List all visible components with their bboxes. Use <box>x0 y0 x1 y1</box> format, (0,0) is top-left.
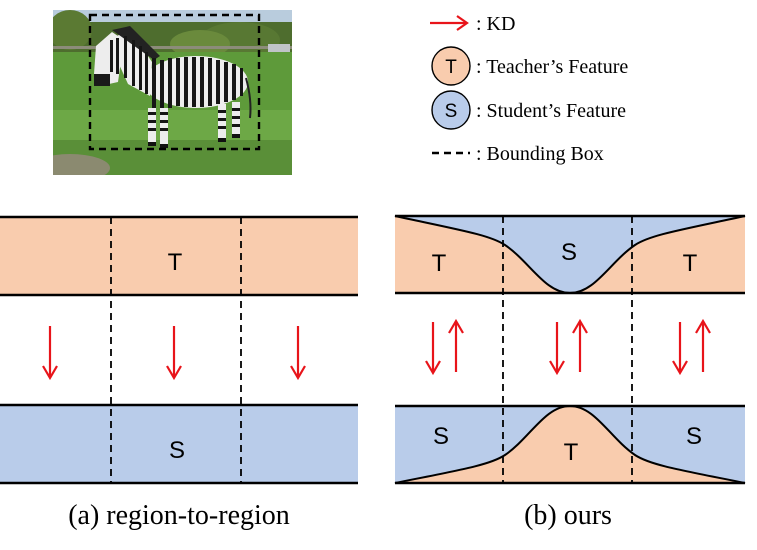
legend-kd-label: : KD <box>476 13 515 35</box>
legend: : KD T : Teacher’s Feature S : Student’s… <box>430 13 628 165</box>
kd-arrow-icon <box>430 15 469 31</box>
bounding-box <box>88 13 261 151</box>
teacher-label-left: T <box>432 250 447 277</box>
student-label: S <box>169 437 185 464</box>
caption-a: (a) region-to-region <box>68 500 290 531</box>
teacher-legend-icon <box>431 46 471 86</box>
panel-a: T S (a) region-to-region <box>0 215 358 531</box>
kd-down-arrow-icon <box>42 326 58 381</box>
zebra-photo <box>53 10 292 175</box>
legend-student-label: : Student’s Feature <box>476 100 626 122</box>
student-label-right: S <box>686 423 702 450</box>
caption-b: (b) ours <box>524 500 612 531</box>
teacher-legend-symbol: T <box>445 57 457 78</box>
student-legend-icon <box>431 90 471 130</box>
student-label-center: S <box>561 239 577 266</box>
kd-down-arrow-icon <box>290 326 306 381</box>
student-feature-band <box>0 405 358 483</box>
kd-down-arrow-icon <box>166 326 182 381</box>
student-label-left: S <box>433 423 449 450</box>
kd-bidirectional-arrow-icon <box>549 318 588 376</box>
panel-b: T S T S T S (b) ours <box>394 214 746 531</box>
teacher-feature-band <box>0 217 358 295</box>
teacher-label-center: T <box>564 439 579 466</box>
student-legend-symbol: S <box>445 101 458 122</box>
legend-bbox-label: : Bounding Box <box>476 143 604 165</box>
legend-teacher-label: : Teacher’s Feature <box>476 56 628 78</box>
kd-bidirectional-arrow-icon <box>425 318 464 376</box>
kd-bidirectional-arrow-icon <box>672 318 711 376</box>
teacher-label: T <box>168 249 183 276</box>
teacher-label-right: T <box>683 250 698 277</box>
zebra-icon <box>94 26 252 148</box>
